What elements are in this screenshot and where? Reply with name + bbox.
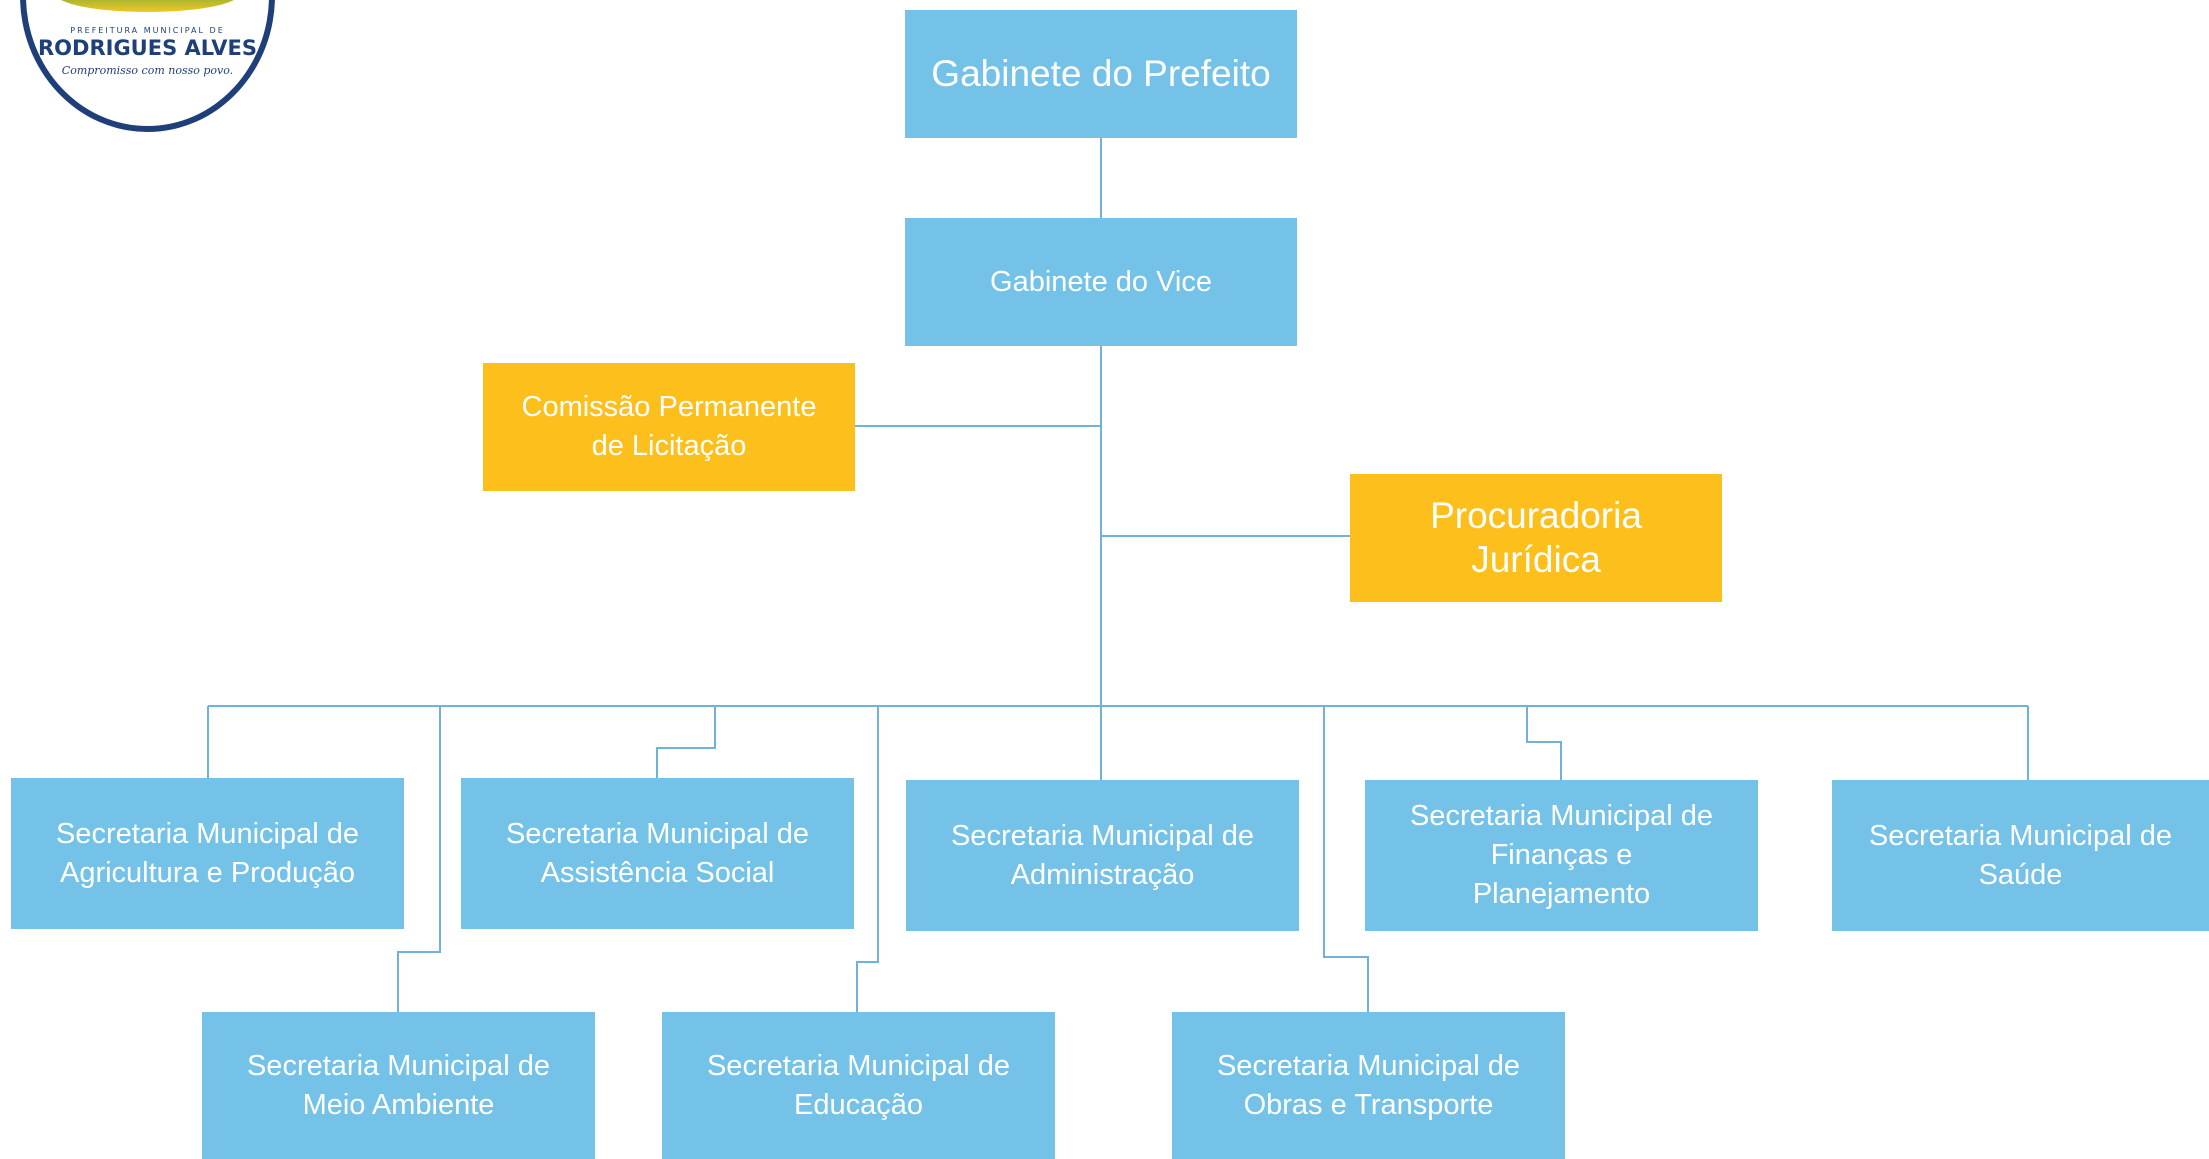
node-sec-assistencia-social: Secretaria Municipal de Assistência Soci… — [461, 778, 854, 929]
logo-municipality-line: PREFEITURA MUNICIPAL DE — [70, 26, 225, 35]
node-label-group: Secretaria Municipal de Assistência Soci… — [506, 815, 809, 893]
node-label-line: Jurídica — [1471, 539, 1601, 580]
node-label-line: Procuradoria — [1430, 495, 1642, 536]
node-label-line: Assistência Social — [540, 856, 775, 889]
node-label-line: Secretaria Municipal de — [1868, 819, 2173, 852]
node-label-line: Agricultura e Produção — [59, 856, 355, 889]
node-label: Gabinete do Vice — [990, 265, 1212, 298]
node-label-line: de Licitação — [591, 430, 747, 462]
node-label-group: Procuradoria Jurídica — [1430, 494, 1642, 582]
node-label-line: Secretaria Municipal de — [950, 819, 1255, 852]
node-gabinete-vice: Gabinete do Vice — [905, 218, 1297, 346]
node-label-line: Administração — [1010, 858, 1195, 891]
logo-seal: PREFEITURA MUNICIPAL DE RODRIGUES ALVES … — [20, 0, 275, 132]
node-label-line: Saúde — [1978, 858, 2063, 891]
node-label-group: Secretaria Municipal de Educação — [707, 1047, 1010, 1125]
node-label-line: Meio Ambiente — [302, 1088, 495, 1121]
node-label-line: Secretaria Municipal de — [1216, 1049, 1521, 1082]
connector-educacao — [856, 706, 879, 1012]
node-label: Gabinete do Prefeito — [931, 53, 1271, 94]
node-label-group: Secretaria Municipal de Agricultura e Pr… — [56, 815, 359, 893]
node-label-line: Secretaria Municipal de — [55, 817, 360, 850]
connector-meio-ambiente — [397, 706, 441, 1012]
connector-assistencia — [656, 706, 716, 778]
node-gabinete-prefeito: Gabinete do Prefeito — [905, 10, 1297, 138]
node-label-group: Secretaria Municipal de Meio Ambiente — [247, 1047, 550, 1125]
node-label-line: Secretaria Municipal de — [706, 1049, 1011, 1082]
node-sec-agricultura: Secretaria Municipal de Agricultura e Pr… — [11, 778, 404, 929]
node-sec-meio-ambiente: Secretaria Municipal de Meio Ambiente — [202, 1012, 595, 1159]
node-label-line: Obras e Transporte — [1243, 1088, 1494, 1121]
node-procuradoria-juridica: Procuradoria Jurídica — [1350, 474, 1722, 602]
node-label-group: Secretaria Municipal de Obras e Transpor… — [1217, 1047, 1520, 1125]
node-label-group: Secretaria Municipal de Finanças e Plane… — [1410, 797, 1713, 914]
node-sec-obras: Secretaria Municipal de Obras e Transpor… — [1172, 1012, 1565, 1159]
node-sec-administracao: Secretaria Municipal de Administração — [906, 780, 1299, 931]
node-label-line: Finanças e — [1490, 839, 1633, 871]
node-label-group: Secretaria Municipal de Administração — [951, 817, 1254, 895]
node-comissao-licitacao: Comissão Permanente de Licitação — [483, 363, 855, 491]
node-label-line: Educação — [793, 1088, 923, 1121]
node-sec-educacao: Secretaria Municipal de Educação — [662, 1012, 1055, 1159]
node-label-line: Planejamento — [1472, 878, 1651, 910]
node-sec-financas: Secretaria Municipal de Finanças e Plane… — [1365, 780, 1758, 931]
logo-flag-arc — [56, 0, 239, 12]
node-label-group: Comissão Permanente de Licitação — [522, 388, 817, 466]
logo-motto: Compromisso com nosso povo. — [61, 64, 234, 77]
node-sec-saude: Secretaria Municipal de Saúde — [1832, 780, 2209, 931]
connector-obras — [1323, 706, 1369, 1012]
logo-name: RODRIGUES ALVES — [38, 36, 257, 60]
node-label-line: Secretaria Municipal de — [1409, 800, 1714, 832]
node-label-group: Secretaria Municipal de Saúde — [1869, 817, 2172, 895]
node-label-line: Secretaria Municipal de — [246, 1049, 551, 1082]
node-label-line: Secretaria Municipal de — [505, 817, 810, 850]
node-label-line: Comissão Permanente — [521, 391, 817, 423]
municipality-logo: PREFEITURA MUNICIPAL DE RODRIGUES ALVES … — [20, 0, 275, 132]
connector-financas — [1526, 706, 1562, 780]
